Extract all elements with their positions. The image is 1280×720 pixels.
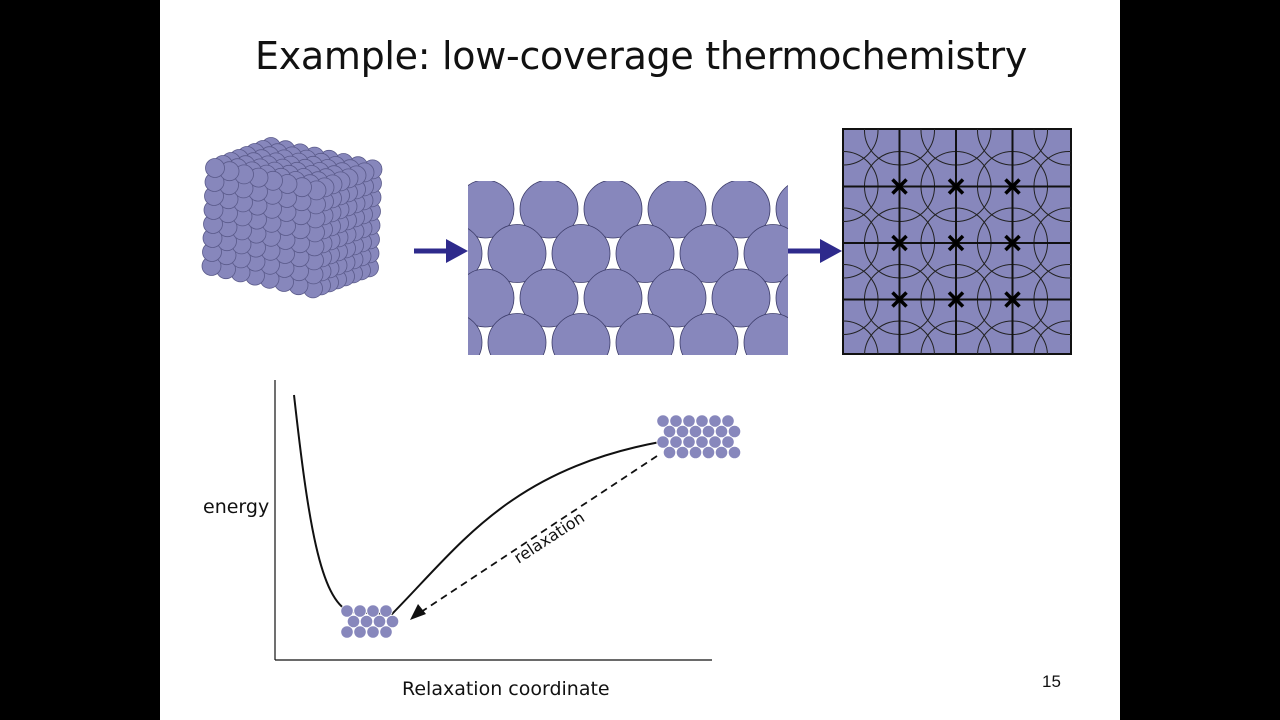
cross-mark-icon (947, 178, 965, 195)
atom (711, 268, 771, 328)
atom (675, 445, 690, 460)
atom (647, 268, 707, 328)
arrow-right-icon (414, 239, 468, 263)
slide: Example: low-coverage thermochemistry en… (160, 0, 1120, 720)
atom (743, 313, 788, 355)
atom (468, 268, 515, 328)
atom (688, 424, 703, 439)
atom (372, 614, 387, 629)
atom (468, 317, 483, 355)
atom (682, 414, 696, 428)
atom (340, 625, 354, 639)
cross-mark-icon (1004, 291, 1021, 308)
energy-axis-label: energy (203, 496, 270, 518)
atom (346, 614, 361, 629)
atom (366, 604, 380, 618)
atom (775, 185, 788, 233)
atom (353, 604, 367, 618)
atom (775, 274, 788, 322)
cross-mark-icon (891, 234, 908, 252)
atom (695, 414, 709, 428)
atom (743, 224, 788, 283)
atom (721, 435, 735, 449)
atom (656, 435, 670, 449)
atom (205, 158, 225, 178)
page-number: 15 (1042, 672, 1061, 691)
atom (519, 268, 579, 328)
atom (675, 424, 690, 439)
atom (701, 445, 716, 460)
atom (701, 424, 716, 439)
atom (487, 224, 547, 283)
surface-slab-low-image (340, 604, 400, 639)
relaxation-coordinate-label: Relaxation coordinate (402, 678, 610, 700)
atom (487, 313, 547, 355)
energy-diagram (274, 380, 742, 661)
atom (682, 435, 696, 449)
atom (551, 313, 611, 355)
atom (359, 614, 374, 629)
atom (519, 181, 579, 239)
atom (711, 181, 771, 239)
atom (662, 424, 677, 439)
atom (551, 224, 611, 283)
atom (727, 445, 742, 460)
cross-mark-icon (891, 291, 908, 308)
adsorption-site-grid-image (842, 128, 1072, 355)
atom (714, 445, 729, 460)
cross-mark-icon (947, 234, 965, 252)
atom (615, 224, 675, 283)
atom (353, 625, 367, 639)
atom (385, 614, 400, 629)
cross-mark-icon (1004, 178, 1021, 195)
arrow-right-icon (788, 239, 842, 263)
atom (468, 181, 515, 239)
surface-layer-image (468, 181, 788, 355)
atom (366, 625, 380, 639)
slide-title: Example: low-coverage thermochemistry (255, 34, 1028, 78)
crystal-cluster-image (201, 137, 383, 299)
atom (727, 424, 742, 439)
atom (379, 604, 393, 618)
atom (688, 445, 703, 460)
cross-mark-icon (1004, 234, 1021, 252)
atom (379, 625, 393, 639)
relaxation-arrowhead (410, 604, 426, 620)
atom (583, 181, 643, 239)
atom (468, 228, 483, 279)
atom (708, 414, 722, 428)
atom (669, 435, 683, 449)
atom (679, 224, 739, 283)
cross-mark-icon (891, 178, 908, 195)
atom (340, 604, 354, 618)
cross-mark-icon (947, 291, 965, 308)
atom (615, 313, 675, 355)
atom (695, 435, 709, 449)
atom (656, 414, 670, 428)
atom (583, 268, 643, 328)
atom (662, 445, 677, 460)
energy-curve (293, 394, 661, 616)
atom (714, 424, 729, 439)
atom (708, 435, 722, 449)
atom (647, 181, 707, 239)
atom (679, 313, 739, 355)
atom (721, 414, 735, 428)
atom (669, 414, 683, 428)
surface-slab-high-image (656, 414, 742, 460)
